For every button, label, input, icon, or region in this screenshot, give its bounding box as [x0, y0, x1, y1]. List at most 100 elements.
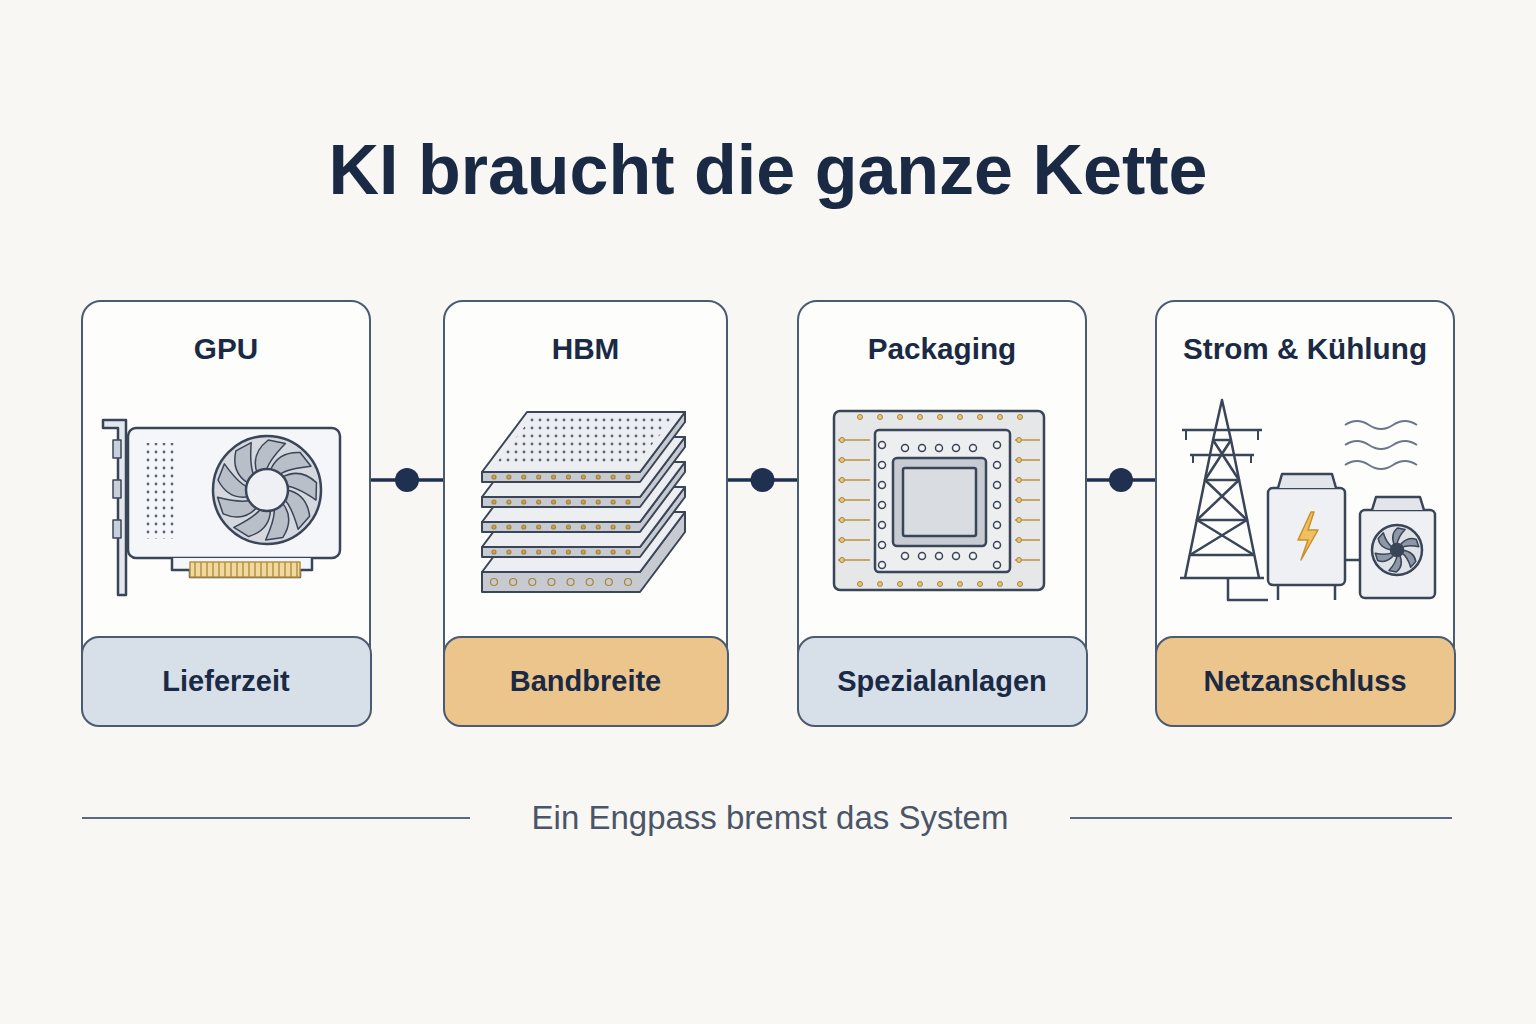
- tsv-dot: [626, 475, 630, 479]
- tsv-dot: [625, 579, 632, 586]
- tsv-dot: [510, 579, 517, 586]
- tsv-dot: [581, 525, 585, 529]
- bump: [919, 553, 926, 560]
- chain-card: PackagingSpezialanlagen: [797, 300, 1087, 726]
- card-heading: Strom & Kühlung: [1157, 332, 1453, 366]
- bump: [953, 553, 960, 560]
- bump: [994, 502, 1001, 509]
- pad: [1017, 478, 1022, 483]
- tsv-dot: [566, 475, 570, 479]
- tsv-dot: [507, 475, 511, 479]
- tsv-dot: [596, 525, 600, 529]
- bottleneck-band: Netzanschluss: [1155, 636, 1456, 727]
- bump: [994, 462, 1001, 469]
- bump: [879, 542, 886, 549]
- pad: [938, 415, 943, 420]
- tsv-dot: [507, 550, 511, 554]
- tsv-dot: [537, 475, 541, 479]
- bottleneck-band: Lieferzeit: [81, 636, 372, 727]
- tsv-dot: [566, 550, 570, 554]
- pad: [938, 582, 943, 587]
- pad: [840, 458, 845, 463]
- title: KI braucht die ganze Kette: [0, 128, 1536, 212]
- tsv-dot: [586, 579, 593, 586]
- ball-grid: [494, 417, 675, 466]
- tsv-dot: [581, 550, 585, 554]
- tsv-dot: [626, 525, 630, 529]
- bump: [879, 442, 886, 449]
- tsv-dot: [581, 500, 585, 504]
- bump: [994, 482, 1001, 489]
- pad: [1017, 498, 1022, 503]
- tsv-dot: [626, 500, 630, 504]
- tsv-dot: [566, 500, 570, 504]
- power-illustration: [1180, 400, 1435, 600]
- chain-card: Strom & KühlungNetzanschluss: [1155, 300, 1455, 726]
- tsv-dot: [611, 525, 615, 529]
- tsv-dot: [529, 579, 536, 586]
- pad: [840, 438, 845, 443]
- card-heading: HBM: [445, 332, 726, 366]
- pad: [840, 518, 845, 523]
- pad: [898, 582, 903, 587]
- tsv-dot: [492, 525, 496, 529]
- layer-side: [482, 412, 685, 482]
- connector-dot: [751, 468, 775, 492]
- hbm-illustration: [482, 412, 685, 592]
- pad: [840, 538, 845, 543]
- tsv-dot: [537, 550, 541, 554]
- pad: [978, 582, 983, 587]
- pad: [978, 415, 983, 420]
- bump: [936, 553, 943, 560]
- gpu-illustration: [103, 420, 340, 595]
- pad: [1017, 538, 1022, 543]
- tsv-dot: [596, 550, 600, 554]
- bump: [879, 522, 886, 529]
- caption-rule: [82, 817, 470, 819]
- tsv-dot: [611, 475, 615, 479]
- chain-card: GPU Lieferzeit: [81, 300, 371, 726]
- tsv-dot: [596, 500, 600, 504]
- bump: [919, 445, 926, 452]
- card-heading: Packaging: [799, 332, 1085, 366]
- tsv-dot: [567, 579, 574, 586]
- bump: [879, 562, 886, 569]
- layer-top: [482, 412, 685, 472]
- band-label: Lieferzeit: [154, 665, 297, 698]
- tsv-dot: [605, 579, 612, 586]
- tsv-dot: [492, 475, 496, 479]
- pad: [1017, 438, 1022, 443]
- pad: [918, 415, 923, 420]
- pad: [918, 582, 923, 587]
- tsv-dot: [548, 579, 555, 586]
- tsv-dot: [552, 475, 556, 479]
- band-label: Bandbreite: [502, 665, 669, 698]
- pad: [1018, 415, 1023, 420]
- bump: [902, 445, 909, 452]
- bump: [879, 502, 886, 509]
- pad: [840, 478, 845, 483]
- caption-rule: [1070, 817, 1452, 819]
- caption: Ein Engpass bremst das System: [480, 798, 1060, 838]
- tsv-dot: [581, 475, 585, 479]
- bottleneck-band: Bandbreite: [443, 636, 729, 727]
- bump: [994, 542, 1001, 549]
- band-label: Netzanschluss: [1195, 665, 1414, 698]
- bump: [994, 562, 1001, 569]
- tsv-dot: [522, 525, 526, 529]
- tsv-dot: [566, 525, 570, 529]
- tsv-dot: [596, 475, 600, 479]
- bump: [970, 553, 977, 560]
- bump: [936, 445, 943, 452]
- card-heading: GPU: [83, 332, 369, 366]
- bump: [970, 445, 977, 452]
- tsv-dot: [522, 550, 526, 554]
- pad: [1017, 458, 1022, 463]
- tsv-dot: [552, 525, 556, 529]
- tsv-dot: [611, 550, 615, 554]
- pad: [858, 582, 863, 587]
- tsv-dot: [537, 500, 541, 504]
- pad: [958, 415, 963, 420]
- pad: [840, 558, 845, 563]
